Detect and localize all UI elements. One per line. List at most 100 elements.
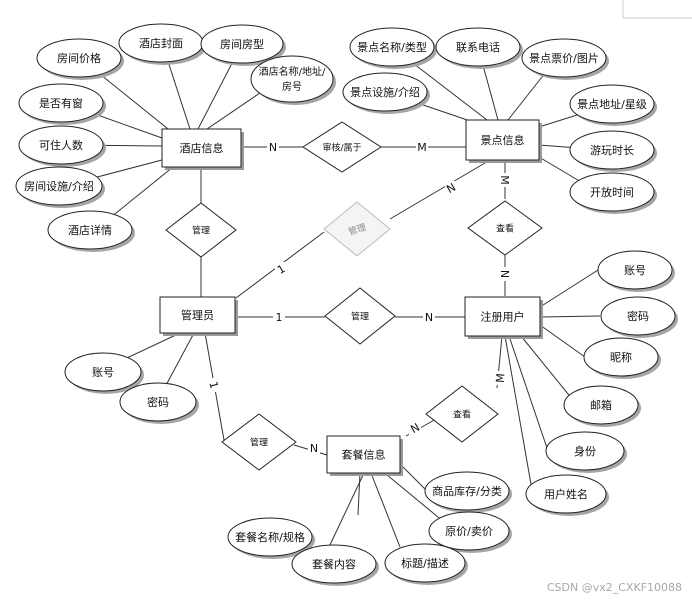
attribute-hotel-capacity[interactable]: 可住人数 [18, 125, 106, 167]
attribute-label: 房间价格 [57, 51, 101, 65]
relationship-diamond [165, 202, 237, 258]
attribute-ellipse [200, 24, 284, 64]
attribute-ellipse [15, 166, 103, 206]
entity-box [326, 435, 401, 474]
cardinality-bg [494, 371, 506, 385]
attribute-scenic-name[interactable]: 景点名称/类型 [349, 27, 437, 69]
connector-line [539, 324, 586, 358]
attribute-label: 游玩时长 [590, 144, 634, 157]
attribute-scenic-facility[interactable]: 景点设施/介绍 [342, 72, 430, 114]
cardinality-label: M [498, 175, 511, 185]
entity-label: 套餐信息 [342, 448, 386, 462]
attribute-label: 房间房型 [220, 37, 264, 51]
attribute-package-content[interactable]: 套餐内容 [291, 544, 379, 586]
attribute-label: 昵称 [610, 350, 632, 364]
attribute-hotel-detail[interactable]: 酒店详情 [47, 210, 135, 252]
attribute-scenic-ticket[interactable]: 景点票价/图片 [521, 38, 609, 80]
attribute-ellipse [291, 544, 377, 584]
cardinality-label: N [310, 442, 318, 455]
entity-scenic[interactable]: 景点信息 [465, 119, 542, 163]
cardinality-bg [267, 140, 279, 154]
attribute-ellipse [18, 125, 104, 165]
relationship-view-scenic[interactable]: 查看 [467, 200, 543, 256]
attribute-label-line: 房号 [282, 80, 302, 93]
connector-line [357, 472, 361, 516]
attribute-ellipse [435, 27, 521, 67]
attribute-hotel-price[interactable]: 房间价格 [36, 38, 124, 80]
attribute-ellipse [600, 296, 676, 336]
attribute-label: 联系电话 [456, 41, 500, 54]
attribute-ellipse [545, 431, 625, 471]
attribute-hotel-cover[interactable]: 酒店封面 [118, 23, 206, 65]
cardinality-bg [409, 421, 421, 435]
relationship-label: 审核/属于 [322, 142, 361, 154]
attribute-package-price[interactable]: 原价/卖价 [428, 511, 512, 553]
entity-admin[interactable]: 管理员 [159, 296, 238, 336]
attribute-user-password[interactable]: 密码 [600, 296, 678, 338]
attribute-user-identity[interactable]: 身份 [545, 431, 627, 473]
attribute-user-name[interactable]: 用户姓名 [525, 474, 609, 516]
relationship-diamond [221, 413, 297, 471]
cardinality-label: M [417, 141, 427, 154]
attribute-user-account[interactable]: 账号 [597, 250, 675, 292]
cardinality-label: 1 [206, 380, 220, 390]
relationship-view-package[interactable]: 查看 [425, 385, 499, 443]
attribute-label: 景点设施/介绍 [350, 85, 420, 99]
connector-line [539, 269, 599, 308]
attribute-label: 酒店封面 [139, 36, 183, 50]
attribute-ellipse [18, 83, 104, 123]
attribute-admin-account[interactable]: 账号 [64, 352, 144, 394]
attribute-hotel-facility[interactable]: 房间设施/介绍 [15, 166, 105, 208]
entity-hotel[interactable]: 酒店信息 [161, 128, 244, 170]
cardinality-bg [445, 181, 457, 195]
relationship-label: 管理 [192, 225, 210, 237]
entity-package[interactable]: 套餐信息 [326, 435, 403, 476]
connector-line [520, 335, 578, 406]
cardinality-bg [499, 173, 511, 187]
attribute-ellipse [525, 474, 607, 514]
attribute-scenic-address[interactable]: 景点地址/星级 [569, 84, 657, 126]
relationship-label: 查看 [496, 223, 514, 235]
attribute-hotel-name[interactable]: 酒店名称/地址/房号 [250, 55, 336, 105]
attribute-user-email[interactable]: 邮箱 [563, 385, 641, 427]
attribute-ellipse [424, 471, 510, 511]
attribute-scenic-phone[interactable]: 联系电话 [435, 27, 523, 69]
attribute-hotel-roomtype[interactable]: 房间房型 [200, 24, 286, 66]
attribute-ellipse [569, 84, 655, 124]
relationship-manage-package[interactable]: 管理 [221, 413, 297, 471]
attribute-label: 开放时间 [590, 185, 634, 199]
relationship-manage-scenic[interactable]: 管理 [323, 201, 391, 257]
cardinality-bg [275, 262, 287, 276]
entity-box [465, 119, 540, 161]
attribute-ellipse [569, 172, 655, 212]
relationship-diamond [425, 385, 499, 443]
relationship-audit[interactable]: 审核/属于 [302, 121, 382, 173]
attribute-ellipse [349, 27, 435, 67]
attribute-ellipse [583, 337, 659, 377]
attribute-scenic-open[interactable]: 开放时间 [569, 172, 657, 214]
attribute-scenic-duration[interactable]: 游玩时长 [569, 130, 657, 172]
cardinality-bg [423, 310, 435, 324]
entity-label: 注册用户 [481, 310, 525, 324]
attribute-package-title[interactable]: 标题/描述 [384, 543, 468, 585]
attribute-label-line: 酒店名称/地址/ [259, 65, 326, 78]
attribute-package-name[interactable]: 套餐名称/规格 [227, 517, 315, 559]
attribute-user-nickname[interactable]: 昵称 [583, 337, 661, 379]
attribute-ellipse [569, 130, 655, 170]
relationship-manage-hotel[interactable]: 管理 [165, 202, 237, 258]
relationship-diamond [467, 200, 543, 256]
entity-box [161, 128, 242, 168]
entity-user[interactable]: 注册用户 [464, 296, 543, 339]
attribute-hotel-window[interactable]: 是否有窗 [18, 83, 106, 125]
attribute-package-stock[interactable]: 商品库存/分类 [424, 471, 512, 513]
entity-label: 景点信息 [481, 133, 525, 147]
cardinality-label: M [494, 373, 508, 384]
attribute-label: 酒店详情 [68, 223, 112, 237]
connector-line [380, 469, 445, 523]
attribute-label: 邮箱 [590, 398, 612, 412]
attribute-admin-password[interactable]: 密码 [119, 382, 199, 424]
relationship-manage-user[interactable]: 管理 [324, 287, 396, 345]
cardinality-bg [208, 378, 220, 392]
